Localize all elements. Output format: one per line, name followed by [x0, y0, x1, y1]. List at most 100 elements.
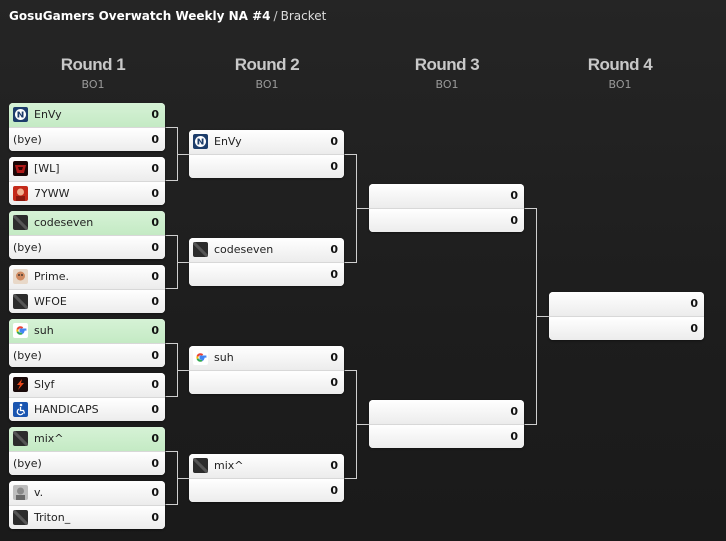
team-name: Slyf	[34, 378, 54, 391]
connector-line	[345, 371, 357, 479]
mix-logo-icon	[193, 458, 208, 473]
team-slot[interactable]: suh 0	[189, 346, 344, 370]
team-slot[interactable]: Prime. 0	[9, 265, 165, 289]
team-name: v.	[34, 486, 43, 499]
team-slot[interactable]: 0	[189, 370, 344, 394]
team-score: 0	[330, 459, 338, 472]
team-name: suh	[214, 351, 234, 364]
wl-logo-icon	[13, 161, 28, 176]
team-name: (bye)	[13, 133, 42, 146]
team-score: 0	[510, 405, 518, 418]
team-slot[interactable]: mix^0	[9, 427, 165, 451]
team-name: Prime.	[34, 270, 69, 283]
match-r1-1[interactable]: EnVy 0 (bye)0	[9, 103, 165, 151]
team-score: 0	[151, 349, 159, 362]
team-slot[interactable]: (bye) 0	[9, 343, 165, 367]
match-r1-7[interactable]: mix^0 (bye) 0	[9, 427, 165, 475]
team-score: 0	[510, 189, 518, 202]
team-slot[interactable]: v. 0	[9, 481, 165, 505]
team-score: 0	[330, 376, 338, 389]
team-score: 0	[330, 351, 338, 364]
team-name: HANDICAPS	[34, 403, 99, 416]
7yww-logo-icon	[13, 186, 28, 201]
team-score: 0	[151, 270, 159, 283]
team-slot[interactable]: codeseven 0	[9, 211, 165, 235]
team-score: 0	[151, 216, 159, 229]
team-score: 0	[690, 322, 698, 335]
connector-line	[345, 155, 357, 263]
team-slot[interactable]: 0	[189, 154, 344, 178]
team-slot[interactable]: 0	[549, 316, 704, 340]
match-r2-4[interactable]: mix^ 0 0	[189, 454, 344, 502]
match-r1-5[interactable]: suh 0 (bye) 0	[9, 319, 165, 367]
team-slot[interactable]: 0	[189, 262, 344, 286]
team-slot[interactable]: 0	[369, 400, 524, 424]
team-slot[interactable]: 0	[369, 184, 524, 208]
team-slot[interactable]: 0	[189, 478, 344, 502]
team-slot[interactable]: (bye)0	[9, 127, 165, 151]
team-score: 0	[151, 187, 159, 200]
team-name: (bye)	[13, 241, 42, 254]
team-name: EnVy	[214, 135, 242, 148]
match-r2-3[interactable]: suh 0 0	[189, 346, 344, 394]
team-slot[interactable]: (bye) 0	[9, 451, 165, 475]
v-logo-icon	[13, 485, 28, 500]
team-score: 0	[151, 403, 159, 416]
team-score: 0	[151, 457, 159, 470]
team-score: 0	[151, 108, 159, 121]
connector-line	[525, 209, 537, 425]
team-slot[interactable]: 7YWW 0	[9, 181, 165, 205]
team-score: 0	[151, 162, 159, 175]
team-slot[interactable]: suh 0	[9, 319, 165, 343]
team-score: 0	[690, 297, 698, 310]
team-name: codeseven	[34, 216, 93, 229]
team-name: Triton_	[34, 511, 70, 524]
team-slot[interactable]: 0	[549, 292, 704, 316]
connector-line	[166, 128, 178, 181]
team-name: EnVy	[34, 108, 62, 121]
team-name: suh	[34, 324, 54, 337]
team-slot[interactable]: 0	[369, 424, 524, 448]
team-name: 7YWW	[34, 187, 69, 200]
team-name: (bye)	[13, 457, 42, 470]
team-name: WFOE	[34, 295, 67, 308]
team-score: 0	[330, 160, 338, 173]
team-score: 0	[510, 430, 518, 443]
team-name: mix^	[214, 459, 244, 472]
envy-logo-icon	[13, 107, 28, 122]
team-name: codeseven	[214, 243, 273, 256]
team-score: 0	[151, 241, 159, 254]
team-name: (bye)	[13, 349, 42, 362]
connector-line	[166, 452, 178, 505]
team-slot[interactable]: 0	[369, 208, 524, 232]
team-slot[interactable]: EnVy 0	[9, 103, 165, 127]
triton-logo-icon	[13, 510, 28, 525]
team-score: 0	[151, 486, 159, 499]
wheelchair-icon	[13, 402, 28, 417]
team-slot[interactable]: Slyf 0	[9, 373, 165, 397]
team-name: mix^	[34, 432, 64, 445]
match-r1-3[interactable]: codeseven 0 (bye) 0	[9, 211, 165, 259]
team-slot[interactable]: [WL]0	[9, 157, 165, 181]
team-slot[interactable]: Triton_0	[9, 505, 165, 529]
team-slot[interactable]: mix^ 0	[189, 454, 344, 478]
team-score: 0	[151, 378, 159, 391]
team-slot[interactable]: HANDICAPS 0	[9, 397, 165, 421]
match-r1-2[interactable]: [WL]0 7YWW 0	[9, 157, 165, 205]
team-slot[interactable]: (bye) 0	[9, 235, 165, 259]
slyf-logo-icon	[13, 377, 28, 392]
team-score: 0	[151, 324, 159, 337]
team-score: 0	[330, 268, 338, 281]
